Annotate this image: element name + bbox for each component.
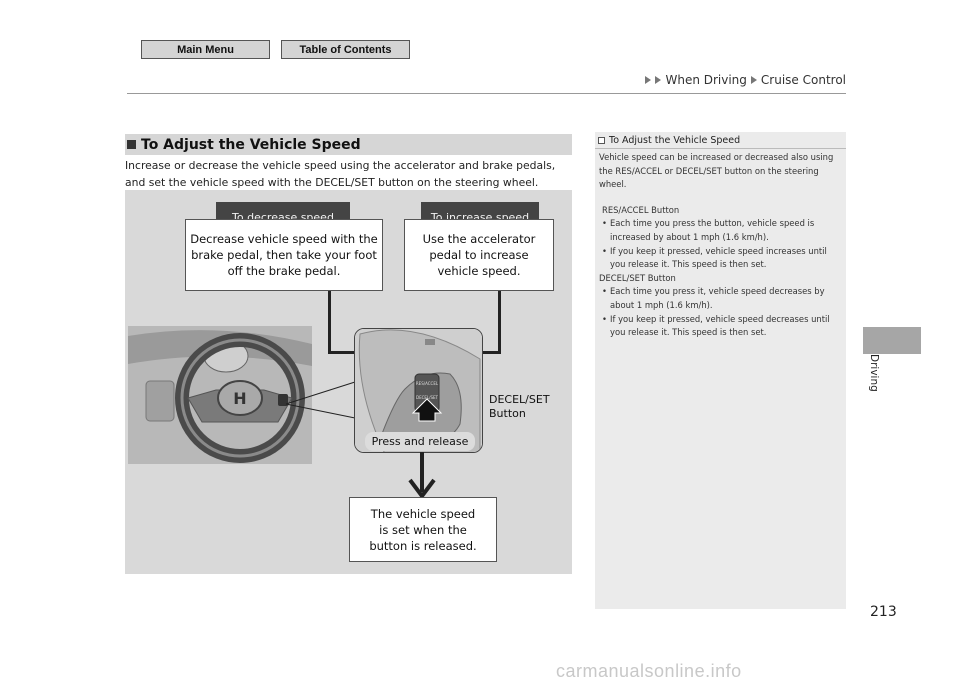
- chapter-tab-marker: [863, 327, 921, 354]
- side-note-title-text: To Adjust the Vehicle Speed: [609, 135, 741, 146]
- note-icon: [598, 137, 605, 144]
- breadcrumb-arrow-icon: [655, 76, 662, 84]
- breadcrumb-cruise-control[interactable]: Cruise Control: [760, 73, 846, 87]
- figure-panel: H To decrease speed Decrease vehicle spe…: [125, 190, 572, 574]
- breadcrumb-arrow-icon: [645, 76, 652, 84]
- section-intro: Increase or decrease the vehicle speed u…: [125, 159, 556, 189]
- side-note: To Adjust the Vehicle Speed Vehicle spee…: [595, 132, 846, 609]
- down-arrow-icon: [408, 452, 436, 500]
- res-accel-bullet-1: Each time you press the button, vehicle …: [599, 217, 843, 244]
- page-number: 213: [870, 604, 897, 620]
- side-note-rule: [595, 148, 846, 149]
- increase-speed-box: Use the accelerator pedal to increase ve…: [404, 219, 554, 291]
- chapter-tab[interactable]: Driving: [868, 354, 880, 394]
- res-accel-button-label: RES/ACCEL: [416, 381, 439, 386]
- decel-set-heading: DECEL/SET Button: [599, 272, 676, 283]
- header-divider: [127, 93, 846, 94]
- side-note-body: Vehicle speed can be increased or decrea…: [599, 151, 843, 340]
- decel-set-bullet-1: Each time you press it, vehicle speed de…: [599, 285, 843, 312]
- speed-set-box: The vehicle speed is set when the button…: [349, 497, 497, 562]
- section-heading: To Adjust the Vehicle Speed: [125, 134, 572, 155]
- section-title: To Adjust the Vehicle Speed: [141, 136, 361, 153]
- connector-right-horizontal: [478, 351, 501, 354]
- decrease-speed-box: Decrease vehicle speed with the brake pe…: [185, 219, 383, 291]
- res-accel-heading: RES/ACCEL Button: [602, 204, 680, 215]
- main-menu-button[interactable]: Main Menu: [141, 40, 270, 59]
- decel-set-button-label: DECEL/SET: [416, 395, 439, 400]
- section-square-icon: [127, 140, 136, 149]
- honda-logo: H: [233, 389, 246, 408]
- button-closeup-illustration: RES/ACCEL DECEL/SET: [355, 329, 482, 452]
- connector-left-vertical: [328, 290, 331, 354]
- breadcrumb: When Driving Cruise Control: [645, 73, 846, 87]
- steering-wheel-illustration: H: [128, 326, 312, 464]
- side-note-title: To Adjust the Vehicle Speed: [598, 135, 740, 146]
- chapter-tab-label: Driving: [868, 354, 880, 392]
- button-closeup: RES/ACCEL DECEL/SET Press and release: [354, 328, 483, 453]
- side-note-intro: Vehicle speed can be increased or decrea…: [599, 152, 834, 190]
- connector-right-vertical: [498, 290, 501, 354]
- decel-set-callout: DECEL/SET Button: [489, 393, 550, 420]
- table-of-contents-button[interactable]: Table of Contents: [281, 40, 410, 59]
- res-accel-bullet-2: If you keep it pressed, vehicle speed in…: [599, 245, 843, 272]
- breadcrumb-when-driving[interactable]: When Driving: [665, 73, 747, 87]
- press-release-label: Press and release: [365, 432, 475, 451]
- decel-set-bullet-2: If you keep it pressed, vehicle speed de…: [599, 313, 843, 340]
- breadcrumb-arrow-icon: [750, 76, 757, 84]
- connector-left-horizontal: [328, 351, 358, 354]
- zoom-pointer-lines: [285, 381, 356, 419]
- watermark: carmanualsonline.info: [556, 661, 742, 681]
